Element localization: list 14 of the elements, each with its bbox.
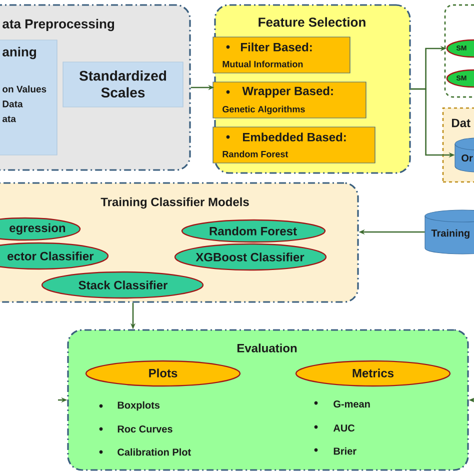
process-box: aning on Values Data ata bbox=[0, 40, 58, 156]
method-box: Filter Based: Mutual Information bbox=[212, 36, 350, 74]
node-label: Roc Curves bbox=[118, 425, 172, 433]
method-box: Embedded Based: Random Forest bbox=[212, 126, 376, 164]
node-label: Boxplots bbox=[118, 401, 160, 411]
node-label: G-mean bbox=[334, 400, 370, 408]
process-box: Standardized Scales bbox=[62, 62, 184, 108]
node-label: Brier bbox=[334, 447, 356, 455]
database-cylinder: Training bbox=[424, 210, 474, 254]
method-box: Wrapper Based: Genetic Algorithms bbox=[212, 82, 366, 118]
database-cylinder: Or bbox=[454, 138, 474, 172]
node-label: Evaluation bbox=[237, 344, 297, 352]
node-label: Calibration Plot bbox=[118, 448, 191, 456]
node-label: AUC bbox=[333, 424, 355, 432]
